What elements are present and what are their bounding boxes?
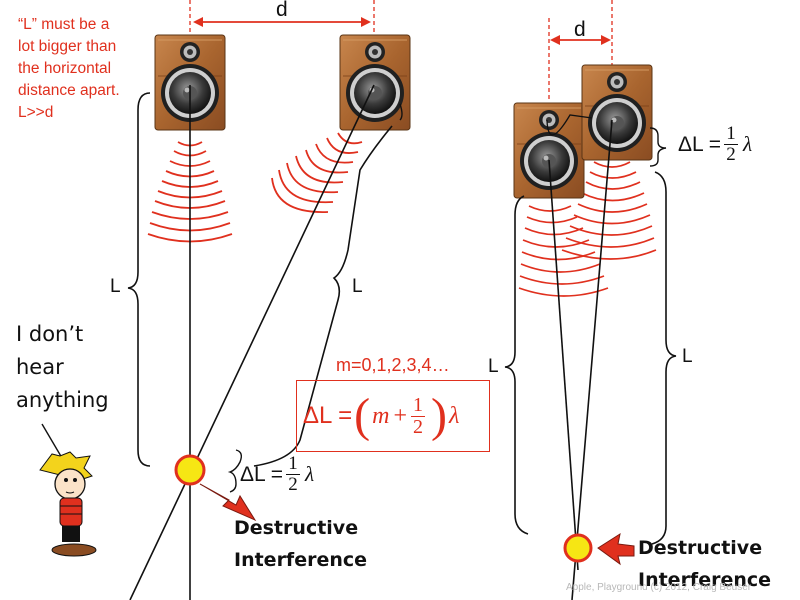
- equation-delta-left: ΔL = 1 2 λ: [240, 454, 314, 495]
- destructive-label-left: Destructive Interference: [234, 517, 368, 571]
- destructive-point-right: [563, 533, 593, 563]
- L-label-right-a: L: [488, 356, 499, 377]
- speaker-left-2: [339, 34, 411, 131]
- general-condition-box: ΔL = ( m + 1 2 ) λ: [296, 380, 490, 452]
- speaker-right-2: [581, 64, 653, 161]
- d-label-left: d: [276, 0, 288, 21]
- credit-text: Apple, Playground (c) 2012, Craig Beuser: [566, 582, 752, 593]
- eq-lhs: ΔL =: [240, 462, 284, 486]
- brace-left-L1: [127, 92, 151, 467]
- gc-plus: +: [393, 402, 408, 429]
- left-setup: [39, 0, 411, 600]
- kid-figure: [39, 423, 97, 557]
- sound-waves-right-2: [561, 161, 657, 260]
- brace-left-L2: [253, 125, 393, 467]
- speech-text: I don’t hear anything: [16, 322, 109, 412]
- m-values: m=0,1,2,3,4…: [336, 355, 450, 375]
- speaker-right-1: [513, 102, 585, 199]
- destructive-label-right: Destructive Interference: [638, 537, 772, 591]
- right-setup: [504, 0, 677, 600]
- gc-lambda: λ: [449, 402, 460, 429]
- destructive-point-left: [174, 454, 206, 486]
- d-arrow-right: [550, 35, 611, 45]
- eq-fraction: 1 2: [724, 124, 739, 165]
- d-label-right: d: [574, 18, 586, 41]
- gc-m: m: [372, 402, 390, 429]
- gc-paren-open: (: [354, 389, 371, 442]
- L-label-left-b: L: [352, 276, 363, 297]
- brace-right-L2: [651, 171, 677, 545]
- L-label-right-b: L: [682, 346, 693, 367]
- gc-paren-close: ): [431, 389, 448, 442]
- note-text: “L” must be a lot bigger than the horizo…: [18, 16, 120, 121]
- L-label-left-a: L: [110, 276, 121, 297]
- brace-delta-left: [227, 449, 243, 493]
- eq-lhs: ΔL =: [678, 132, 722, 156]
- pointer-arrow-left: [199, 483, 257, 522]
- eq-fraction: 1 2: [286, 454, 301, 495]
- pointer-arrow-right: [597, 532, 635, 566]
- equation-delta-right: ΔL = 1 2 λ: [678, 124, 752, 165]
- gc-lhs: ΔL =: [303, 402, 353, 429]
- sound-waves-left-2: [271, 132, 363, 213]
- brace-delta-right: [649, 127, 667, 167]
- brace-right-L1: [504, 195, 529, 535]
- d-arrow-left: [193, 17, 371, 27]
- eq-lambda: λ: [743, 132, 753, 156]
- gc-fraction: 1 2: [411, 393, 426, 438]
- eq-lambda: λ: [305, 462, 315, 486]
